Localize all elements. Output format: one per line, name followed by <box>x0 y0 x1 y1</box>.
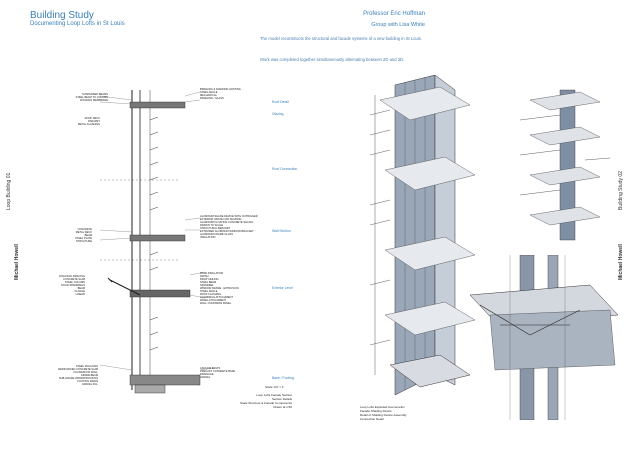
label-low-left-6: LINEAR <box>75 293 85 296</box>
right-page-label: Building Study 02 <box>618 171 624 210</box>
label-base-left-2: FOUNDATION WALL <box>73 371 98 374</box>
label-mid-right-5: EXTRUDED ALUMINUM WINDOW BRACKET <box>200 230 254 233</box>
label-top-left-0: SUSPENDED BEAMS <box>82 93 108 96</box>
label-low-left-0: DIAGONAL BRACING <box>59 275 85 278</box>
label-top-left2-1: PARAPET <box>88 120 100 123</box>
exploded-components <box>519 89 611 241</box>
label-low-right-8: GUARDRAIL ATTACHMENT <box>200 296 233 299</box>
label-base-left-6: GRAVEL FILL <box>81 383 98 386</box>
label-base-left-4: SUB-GRADE WATERPROOFING <box>58 377 98 380</box>
label-low-left-1: CONCRETE SLAB <box>63 278 85 281</box>
label-base-left-0: STEEL MULLIONS <box>75 365 98 368</box>
label-top-left2-2: METAL FLASHING <box>77 123 100 126</box>
zone-label-0: Roof Detail <box>272 100 289 104</box>
label-base-right-0: ANCHOR BOLTS <box>200 367 221 370</box>
label-top-right-2: MECHANICAL <box>200 94 218 97</box>
label-mid-left-3: STEEL PLATE <box>75 237 92 240</box>
label-mid-left-1: METAL DECK <box>75 231 92 234</box>
label-mid-right-1: EXTERIOR GRATE FOR SHADING <box>200 218 242 221</box>
label-base-right-1: PRECAST CONCRETE BASE <box>200 370 236 373</box>
page-title: Building Study <box>30 10 94 21</box>
label-top-right-0: BRIDGING & DIAMOND HOSTING <box>200 88 241 91</box>
label-mid-left-4: STRUCTURE <box>76 240 92 243</box>
professor-name: Professor Eric Hoffman <box>363 11 425 17</box>
legend-note-1: Section Details <box>271 397 292 401</box>
label-base-left-1: REINFORCED CONCRETE SLAB <box>58 368 98 371</box>
label-mid-left-0: CONCRETE <box>77 228 92 231</box>
group-name: Group with Lisa White <box>371 22 425 28</box>
label-low-left-4: BEAM <box>77 287 85 290</box>
label-base-left-3: GRADE BEAM <box>80 374 98 377</box>
label-low-right-2: DROP CEILING <box>200 278 219 281</box>
label-low-right-9: PANEL ATTACHMENT <box>200 299 227 302</box>
description-line-1: The model reconstructs the structural an… <box>260 36 422 41</box>
zone-label-5: Base / Footing <box>272 376 294 380</box>
label-top-right-3: PANELING / GLASS <box>200 97 224 100</box>
label-base-right-2: DRAINAGE <box>200 373 214 376</box>
description-line-2: Work was completed together simultaneous… <box>260 57 405 62</box>
label-mid-right-2: ALUMINUM FLOATING CONCRETE SILLING <box>200 221 254 224</box>
label-low-right-6: STEEL ANGLE <box>200 290 218 293</box>
label-low-right-10: WALL CONCRETE PANEL <box>200 302 232 305</box>
page-subtitle: Documenting Loop Lofts in St Louis <box>30 21 125 27</box>
label-base-right-3: GRAVEL <box>200 376 211 379</box>
label-base-left-5: FOOTING DRAIN <box>77 380 98 383</box>
legend-note-3: Drawn at 1:50 <box>273 405 292 409</box>
zone-label-1: Glazing <box>272 112 284 116</box>
caption-line-0: Loop Lofts Exploded Axonometric <box>360 405 405 409</box>
zone-label-4: Exterior Level <box>272 286 293 290</box>
label-low-right-3: STEEL BEAM <box>200 281 217 284</box>
label-low-left-5: FLANGE <box>74 290 85 293</box>
legend-note-0: Loop Lofts Facade Section <box>256 393 292 397</box>
legend-note-2: Scale Structure & Facade Components <box>239 401 292 405</box>
label-mid-right-7: INSULATION <box>200 236 216 239</box>
label-mid-right-0: ALUMINUM SHADE DEVICE WITH OUTRIGGER <box>200 215 258 218</box>
label-top-left2-0: ROOF DECK <box>84 117 100 120</box>
label-mid-left-2: BEAM <box>84 234 92 237</box>
label-low-right-0: RIGID INSULATION <box>200 272 224 275</box>
left-page-label: Loop Building 01 <box>6 172 12 210</box>
axonometric-tower <box>369 75 476 396</box>
zone-label-3: Wall Section <box>272 229 291 233</box>
label-top-left-1: STEEL BEAM TO COLUMN <box>75 96 108 99</box>
label-low-right-1: FINISH <box>200 275 209 278</box>
caption-line-3: Connection Detail <box>360 417 384 421</box>
wall-section-drawing <box>99 90 216 394</box>
label-mid-right-3: DRAWN TO SCALE <box>200 224 224 227</box>
label-top-left-2: ROOFING MEMBRANE <box>80 99 108 102</box>
left-author-name: Michael Howell <box>14 244 20 280</box>
caption-line-1: Facade Shading Device <box>360 409 392 413</box>
zone-label-2: Roof Connection <box>272 167 298 171</box>
caption-line-2: Detail of Shading Device Assembly <box>360 413 407 417</box>
label-top-right-1: STEEL ANGLE <box>200 91 218 94</box>
label-mid-right-6: ALUMINUM FRAME GLASS <box>200 233 234 236</box>
connection-detail <box>470 255 619 420</box>
label-low-right-7: ROOF FLASHING <box>200 293 222 296</box>
label-mid-right-4: STRUCTURAL BRACKET <box>200 227 231 230</box>
label-low-right-4: SPANDREL <box>200 284 214 287</box>
label-low-right-5: WINDOW FRAME - EXTRUSION <box>200 287 239 290</box>
label-low-left-3: SOLID SPANDRELS <box>60 284 85 287</box>
scale-note: Scale 1/4" = 1' <box>265 385 285 389</box>
label-low-left-2: STEEL COLUMN <box>64 281 85 284</box>
